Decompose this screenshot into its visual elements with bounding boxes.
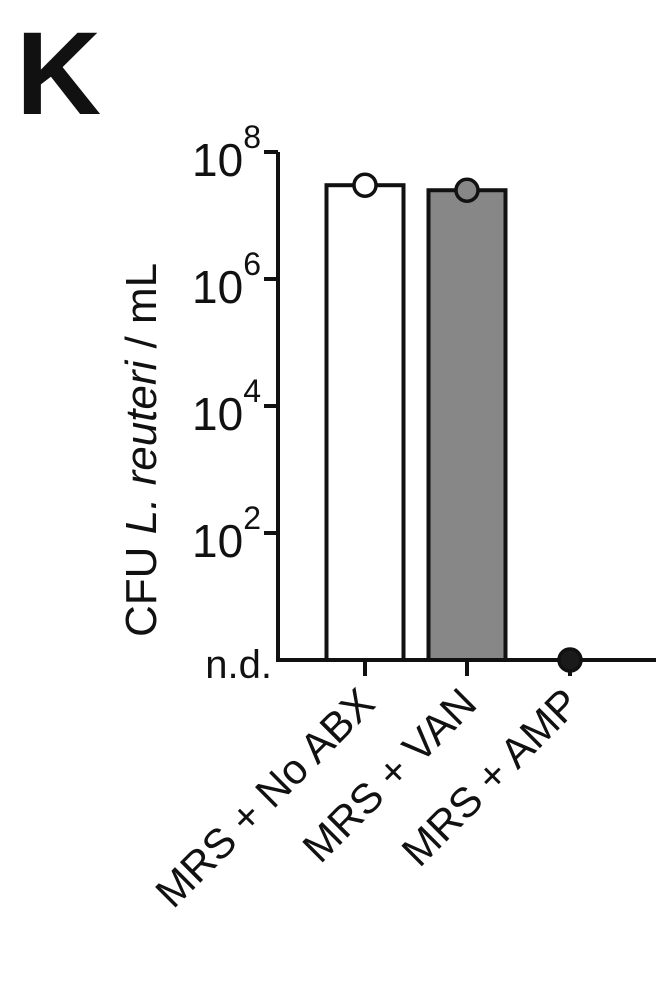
data-point [557,647,583,673]
bar [426,188,508,662]
y-tick-label: 106 [192,246,261,313]
y-tick-label-exponent: 8 [243,119,261,155]
y-tick-label-base: 10 [192,134,243,186]
y-tick-label-nd: n.d. [205,643,272,687]
y-tick-label-exponent: 4 [243,373,261,409]
y-tick-label: 104 [192,373,261,440]
bar [324,183,406,663]
y-tick-label-base: 10 [192,515,243,567]
y-tick-label: 102 [192,500,261,567]
panel-letter: K [16,8,101,140]
y-tick-label-exponent: 6 [243,246,261,282]
y-axis-label-species: L. reuteri [117,359,166,534]
data-point [352,172,378,198]
y-tick-label-base: 10 [192,388,243,440]
y-tick-label-exponent: 2 [243,500,261,536]
y-axis-label: CFU L. reuteri / mL [117,263,166,637]
y-axis-label-unit: / mL [117,263,166,361]
y-tick-label: 108 [192,119,261,186]
points-layer [352,172,583,673]
y-tick-label-base: 10 [192,261,243,313]
data-point [454,177,480,203]
bars-layer [324,183,508,663]
y-axis-label-prefix: CFU [117,534,166,637]
